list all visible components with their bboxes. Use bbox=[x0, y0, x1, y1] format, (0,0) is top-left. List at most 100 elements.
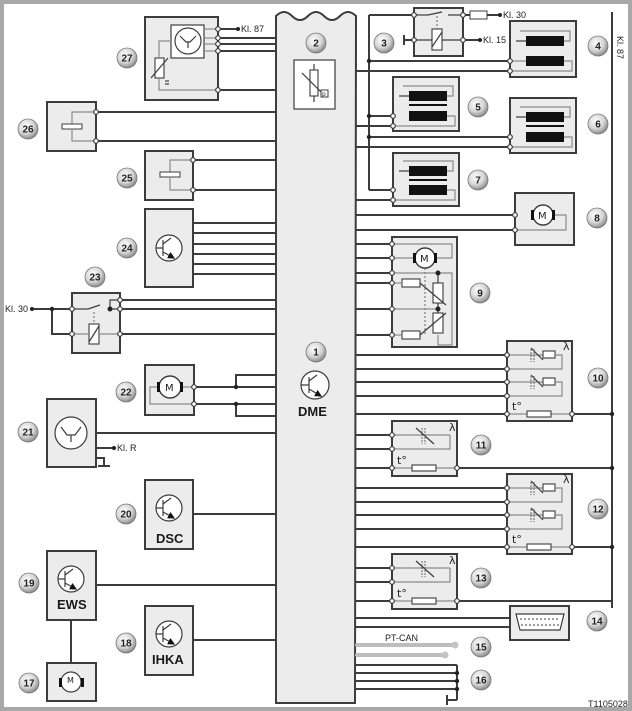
component-22-motor bbox=[144, 364, 195, 416]
component-number-bubble-2: 2 bbox=[305, 32, 327, 54]
component-number-bubble-25: 25 bbox=[116, 167, 138, 189]
lambda-symbol: λ bbox=[449, 554, 456, 567]
connection-node bbox=[389, 306, 395, 312]
connection-node bbox=[389, 332, 395, 338]
connection-node bbox=[117, 331, 123, 337]
component-14-diagnostic-socket bbox=[509, 605, 570, 641]
can-bus-end bbox=[441, 651, 449, 659]
lambda-symbol: λ bbox=[563, 473, 570, 486]
junction-dot bbox=[49, 306, 55, 312]
junction-dot bbox=[454, 686, 460, 692]
connection-node bbox=[215, 87, 221, 93]
component-number: 21 bbox=[22, 428, 34, 439]
connection-node bbox=[389, 565, 395, 571]
component-number: 24 bbox=[121, 244, 133, 255]
component-number: 1 bbox=[313, 348, 319, 359]
lambda-symbol: λ bbox=[563, 340, 570, 353]
component-number-bubble-16: 16 bbox=[470, 669, 492, 691]
component-5-ignition-coil bbox=[392, 76, 460, 132]
connection-node bbox=[389, 241, 395, 247]
component-17-motor bbox=[46, 662, 97, 702]
component-9-throttle-actuator bbox=[391, 236, 458, 348]
dme-label: DME bbox=[298, 404, 327, 419]
connection-node bbox=[507, 58, 513, 64]
connection-node bbox=[390, 113, 396, 119]
component-number-bubble-24: 24 bbox=[116, 237, 138, 259]
component-8-motor bbox=[514, 192, 575, 246]
connection-node bbox=[507, 134, 513, 140]
component-number: 10 bbox=[592, 374, 604, 385]
component-number-bubble-7: 7 bbox=[467, 169, 489, 191]
component-number: 4 bbox=[595, 42, 601, 53]
component-number: 22 bbox=[120, 388, 132, 399]
junction-dot bbox=[609, 411, 615, 417]
connection-node bbox=[504, 411, 510, 417]
connection-node bbox=[389, 598, 395, 604]
junction-dot bbox=[366, 113, 372, 119]
component-number: 12 bbox=[592, 505, 604, 516]
junction-dot bbox=[609, 544, 615, 550]
pt-can-label: PT-CAN bbox=[385, 633, 418, 643]
connection-node bbox=[389, 270, 395, 276]
connection-node bbox=[389, 255, 395, 261]
temp-symbol: t° bbox=[397, 454, 407, 467]
component-23-relay bbox=[71, 292, 121, 354]
component-number-bubble-9: 9 bbox=[469, 282, 491, 304]
component-number-bubble-14: 14 bbox=[586, 610, 608, 632]
component-number: 27 bbox=[121, 54, 133, 65]
connection-node bbox=[504, 544, 510, 550]
component-number: 2 bbox=[313, 39, 319, 50]
connection-node bbox=[569, 411, 575, 417]
connection-node bbox=[93, 138, 99, 144]
connection-node bbox=[69, 306, 75, 312]
component-6-ignition-coil bbox=[509, 97, 577, 154]
lambda-symbol: λ bbox=[449, 421, 456, 434]
temp-symbol: t° bbox=[512, 400, 522, 413]
connection-node bbox=[504, 366, 510, 372]
component-26-crystal bbox=[46, 101, 97, 152]
connection-node bbox=[390, 197, 396, 203]
component-number-bubble-1: 1 bbox=[305, 341, 327, 363]
component-number: 11 bbox=[476, 441, 487, 452]
component-number-bubble-23: 23 bbox=[84, 266, 106, 288]
connection-node bbox=[117, 306, 123, 312]
connection-node bbox=[504, 379, 510, 385]
component-10-oxygen-sensor bbox=[506, 340, 573, 422]
component-4-ignition-coil bbox=[509, 20, 577, 78]
junction-dot bbox=[233, 384, 239, 390]
kl87-top-label: Kl. 87 bbox=[241, 24, 264, 34]
component-number: 20 bbox=[120, 510, 132, 521]
pressure-symbol: p bbox=[322, 91, 326, 98]
connection-node bbox=[507, 144, 513, 150]
sensor-symbols: λ t° λ t° λ t° λ t° M M M M p bbox=[67, 91, 570, 685]
connection-node bbox=[190, 187, 196, 193]
component-number-bubble-13: 13 bbox=[470, 567, 492, 589]
component-number-bubble-3: 3 bbox=[373, 32, 395, 54]
dsc-label: DSC bbox=[156, 531, 184, 546]
component-2-pressure-sensor bbox=[293, 59, 336, 110]
component-number-bubble-21: 21 bbox=[17, 421, 39, 443]
component-number-bubble-12: 12 bbox=[587, 498, 609, 520]
connection-node bbox=[69, 331, 75, 337]
kl15-label: Kl. 15 bbox=[483, 35, 506, 45]
motor-symbol: M bbox=[538, 211, 547, 222]
connection-node bbox=[504, 526, 510, 532]
connection-node bbox=[389, 446, 395, 452]
component-number: 6 bbox=[595, 120, 601, 131]
connection-node bbox=[190, 157, 196, 163]
connection-node bbox=[460, 37, 466, 43]
dme-transistor-icon bbox=[300, 370, 330, 399]
terminal-labels: Kl. 87 Kl. 30 Kl. 15 Kl. 87 Kl. 30 Kl. R… bbox=[5, 10, 628, 709]
component-24-control-unit bbox=[144, 208, 194, 288]
connection-nodes bbox=[49, 12, 615, 692]
ews-label: EWS bbox=[57, 597, 87, 612]
connection-node bbox=[504, 352, 510, 358]
kl87-side-label: Kl. 87 bbox=[615, 36, 625, 59]
connection-node bbox=[117, 297, 123, 303]
connection-node bbox=[512, 227, 518, 233]
component-11-oxygen-sensor bbox=[391, 420, 458, 477]
motor-symbol: M bbox=[67, 676, 74, 685]
component-number-bubble-4: 4 bbox=[587, 35, 609, 57]
connection-node bbox=[191, 401, 197, 407]
